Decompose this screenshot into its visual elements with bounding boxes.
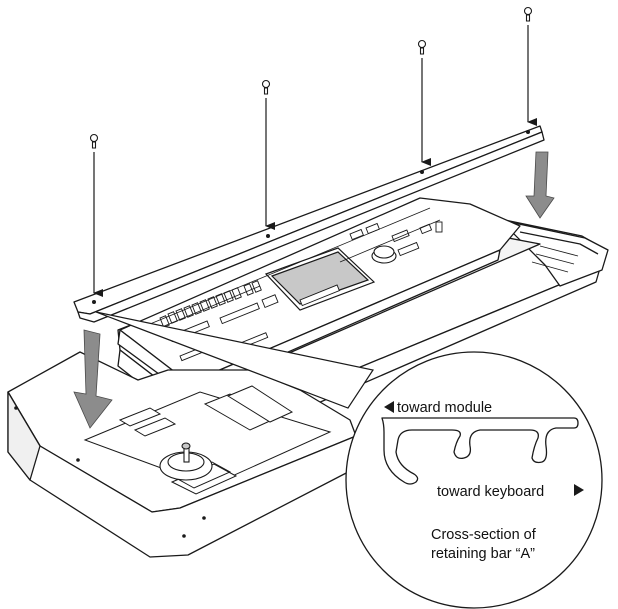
joystick: [159, 442, 213, 481]
toward-keyboard-label: toward keyboard: [437, 484, 544, 500]
cross-section-shape: [381, 417, 579, 485]
callout-circle: [345, 351, 603, 609]
retaining-bar: [73, 125, 545, 323]
bar-holes: [92, 130, 530, 304]
triangle-right-icon: [574, 484, 584, 496]
data-dial: [371, 245, 397, 264]
screw-arrows: [93, 25, 537, 297]
screw-icon: [89, 133, 99, 149]
callout-pointer: [95, 311, 374, 409]
down-arrow-icon: [525, 151, 555, 219]
module-detail-lines: [149, 207, 441, 333]
cross-section-caption-line1: Cross-section of: [431, 527, 537, 543]
screw-icon: [417, 39, 427, 55]
cross-section-caption-line2: retaining bar “A”: [431, 546, 535, 562]
down-arrow-icon: [73, 329, 113, 429]
triangle-left-icon: [384, 401, 394, 413]
screw-icon: [523, 6, 533, 22]
toward-module-label: toward module: [397, 400, 492, 416]
screw-icon: [261, 79, 271, 95]
